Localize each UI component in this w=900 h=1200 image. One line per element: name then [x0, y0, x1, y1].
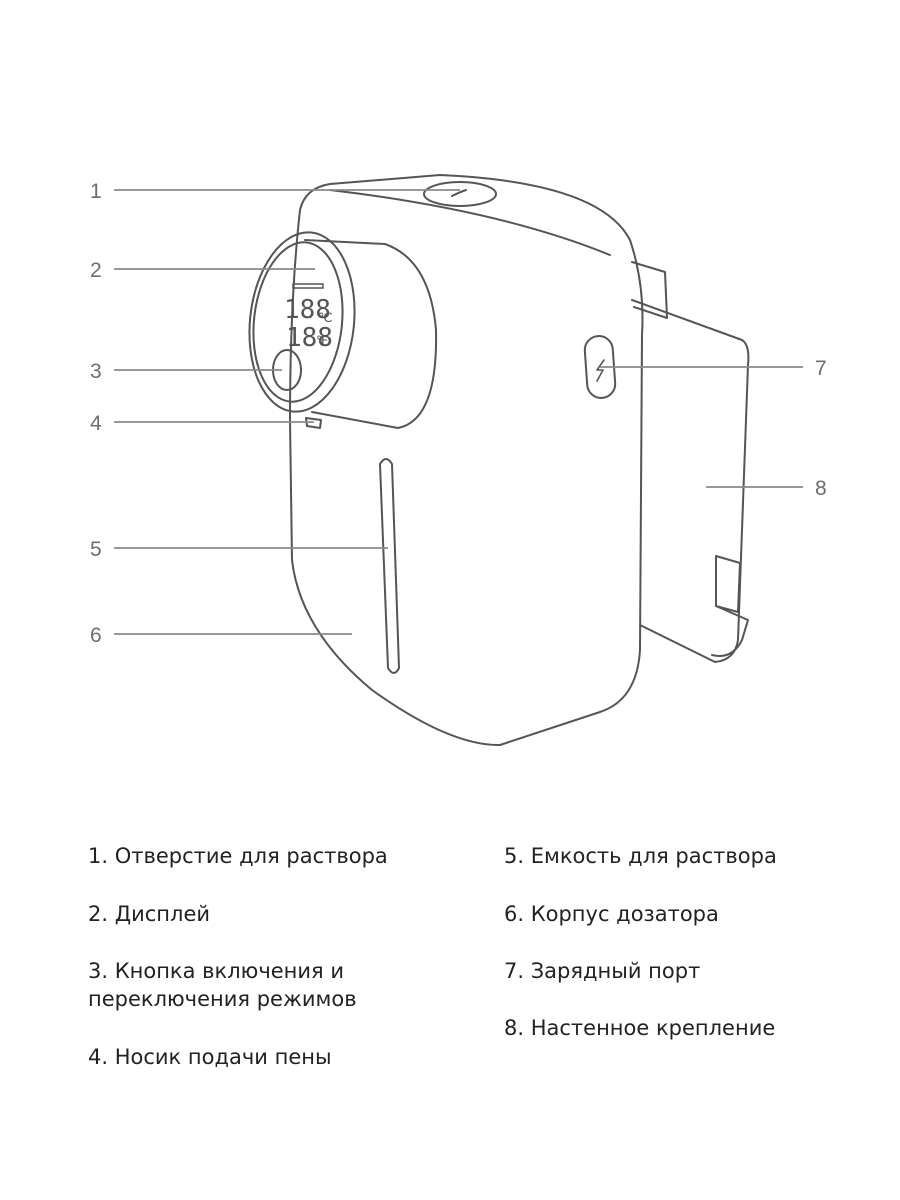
callout-5: 5 — [90, 538, 102, 561]
legend-item-7: 7. Зарядный порт — [504, 959, 701, 983]
legend-item-2: 2. Дисплей — [88, 902, 211, 926]
solution-opening — [423, 181, 497, 207]
lightning-icon — [596, 359, 605, 382]
legend-item-5: 5. Емкость для раствора — [504, 844, 777, 868]
legend-item-6: 6. Корпус дозатора — [504, 902, 719, 926]
callout-6: 6 — [90, 624, 102, 647]
display-row1: 188 — [284, 295, 331, 325]
callout-3: 3 — [90, 360, 102, 383]
charging-port — [583, 335, 617, 399]
display-head — [248, 231, 438, 429]
dispenser-body — [289, 174, 644, 747]
callout-2: 2 — [90, 259, 102, 282]
legend-item-3: 3. Кнопка включения и переключения режим… — [88, 959, 357, 1011]
callout-8: 8 — [815, 477, 827, 500]
callout-4: 4 — [90, 412, 102, 435]
display-readout: 188 188 ℃ ℉ — [284, 283, 333, 353]
legend-item-8: 8. Настенное крепление — [504, 1016, 776, 1040]
solution-window — [379, 458, 400, 674]
display-unit-c: ℃ — [318, 311, 333, 326]
callout-7: 7 — [815, 357, 827, 380]
dispenser-diagram: 188 188 ℃ ℉ 1 2 3 4 5 6 7 8 — [90, 174, 827, 747]
wall-mount-bracket — [631, 261, 750, 663]
foam-spout — [305, 417, 322, 429]
callout-1: 1 — [90, 180, 102, 203]
display-row2: 188 — [286, 323, 333, 353]
legend-item-4: 4. Носик подачи пены — [88, 1045, 332, 1069]
legend-item-1: 1. Отверстие для раствора — [88, 844, 388, 868]
display-unit-f: ℉ — [316, 334, 328, 349]
